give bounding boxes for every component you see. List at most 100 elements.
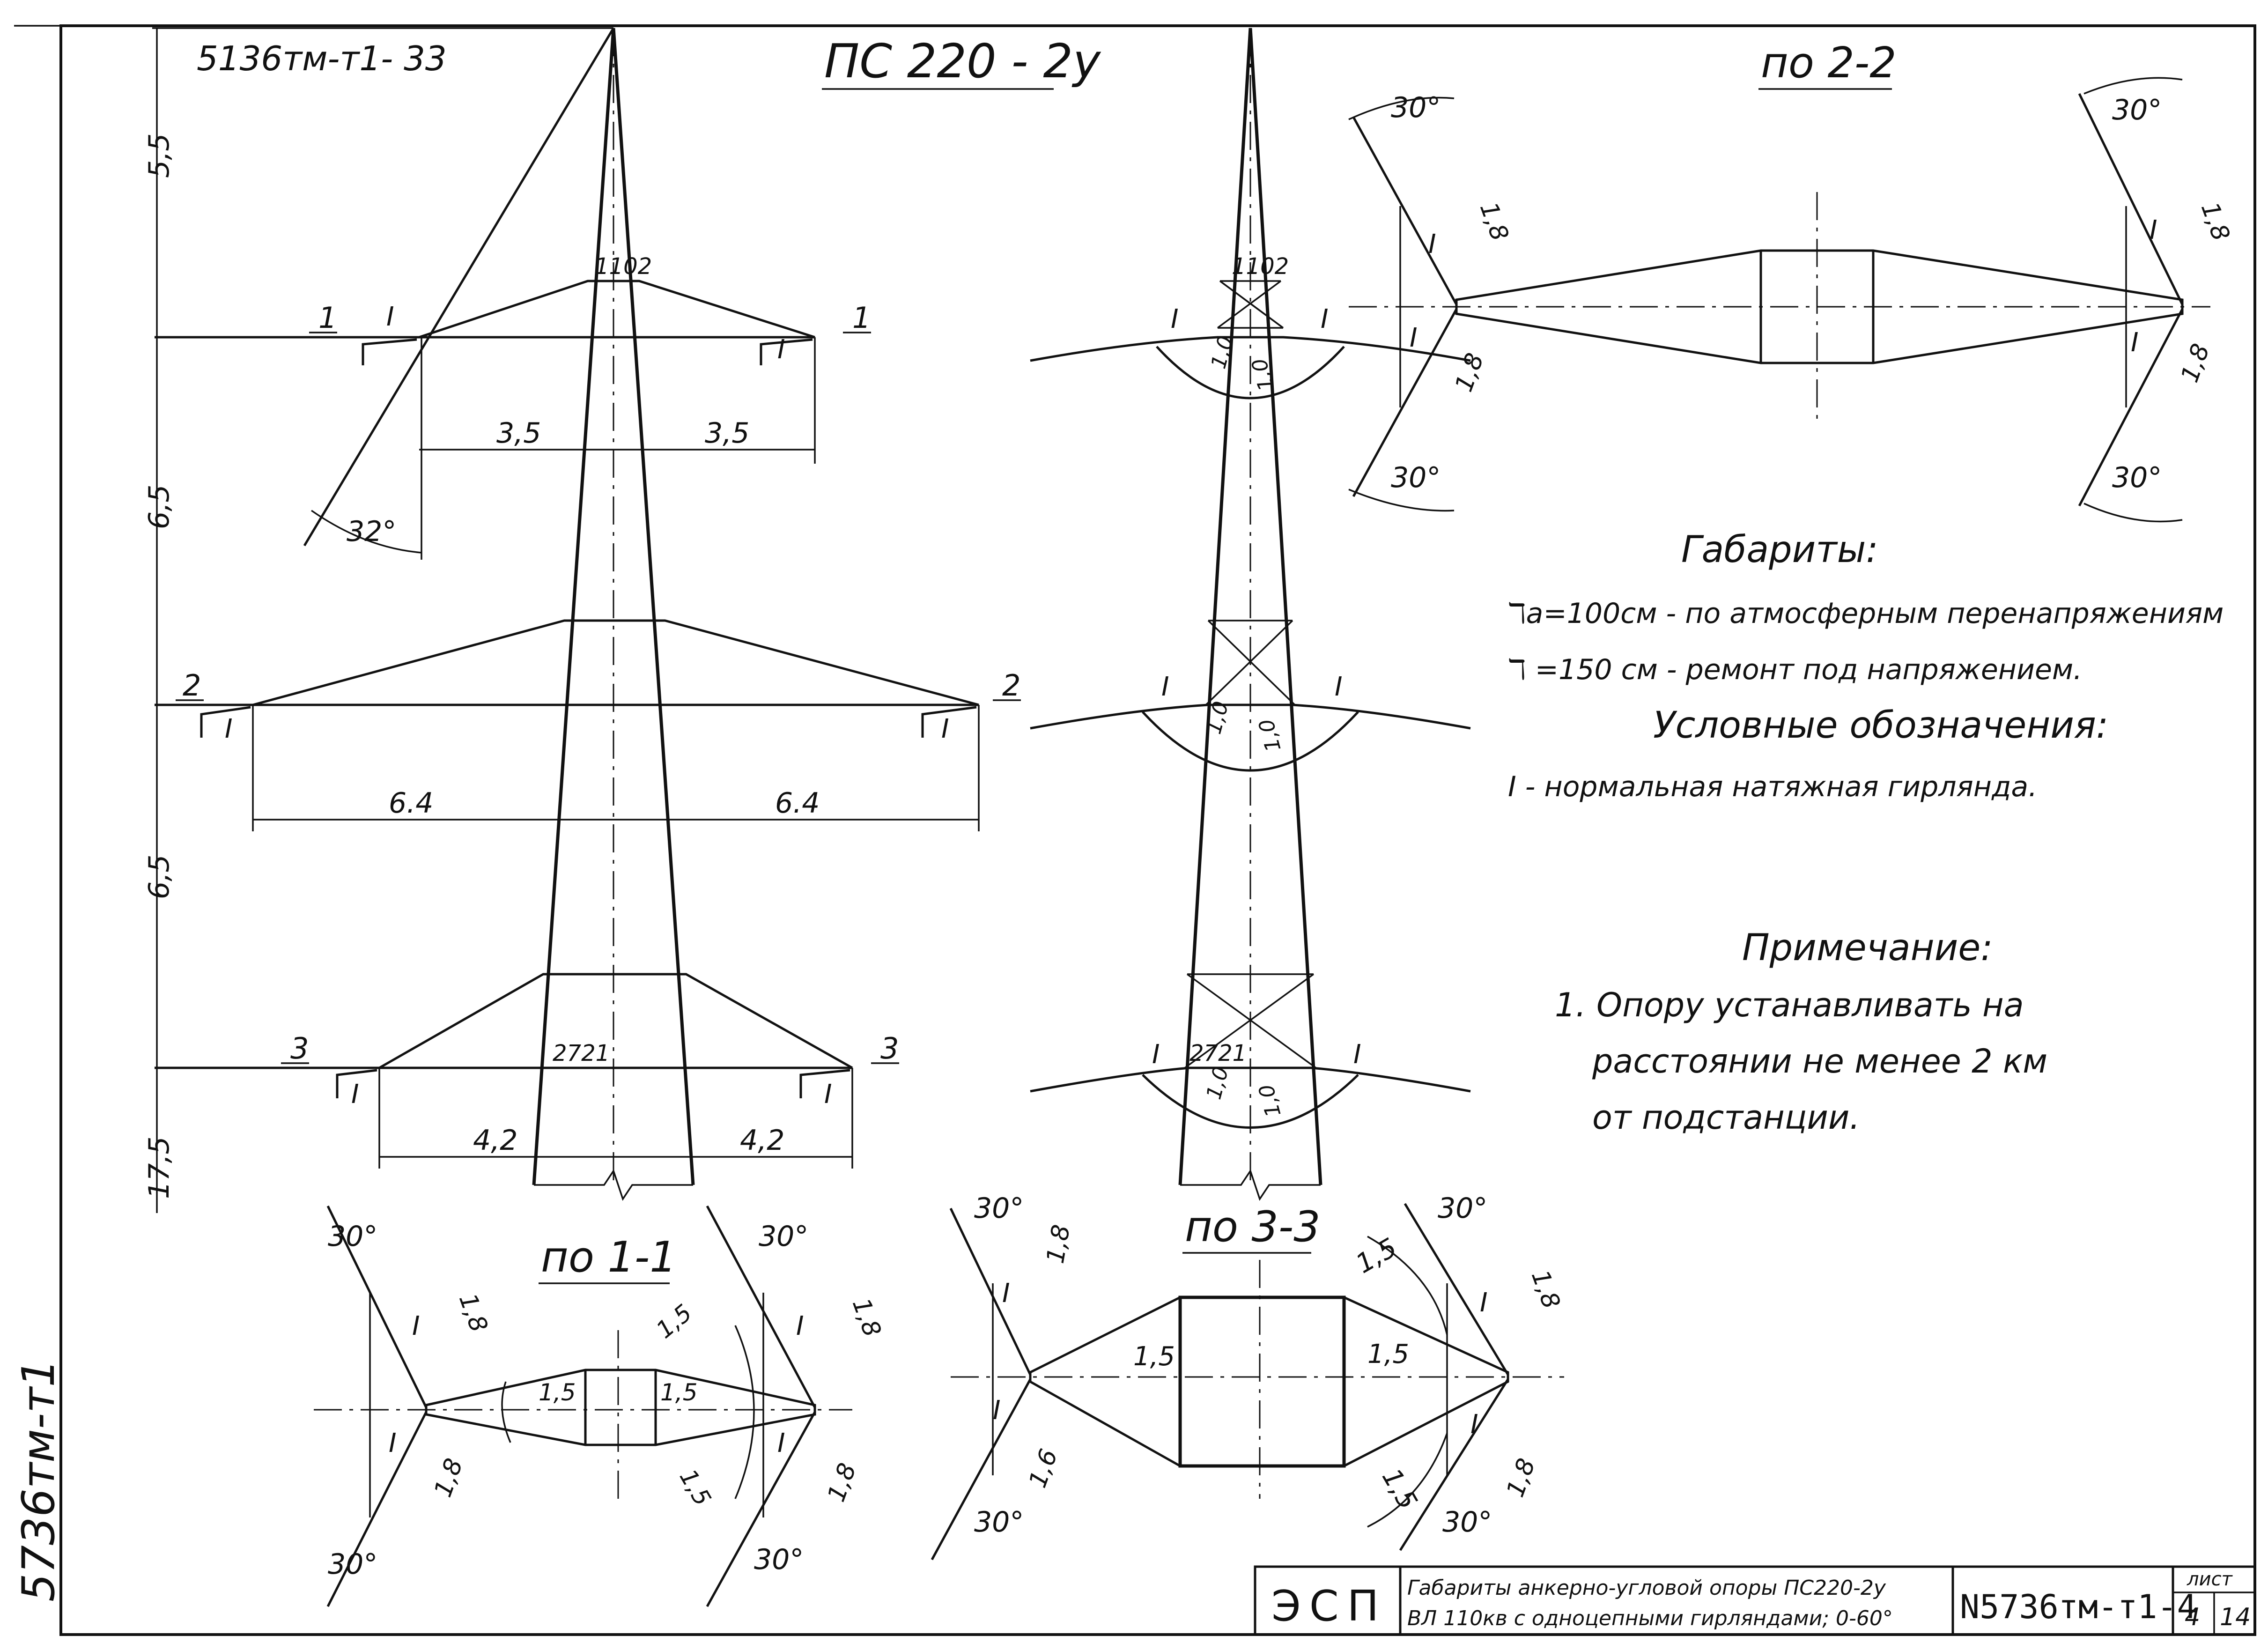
svg-text:30°: 30° [1391,461,1441,494]
svg-text:1,0: 1,0 [1202,1064,1233,1102]
svg-text:I: I [389,1428,397,1458]
svg-text:1,0: 1,0 [1254,717,1285,755]
svg-text:1,8: 1,8 [2195,199,2235,244]
svg-text:1,5: 1,5 [1376,1464,1423,1515]
svg-text:1,0: 1,0 [1206,333,1238,371]
phase-label-2-left: 2 [183,668,201,703]
note-line-1: 1. Опору устанавливать на [1555,986,2024,1024]
insulator-mark-2R: I [941,714,949,744]
svg-text:30°: 30° [974,1506,1024,1539]
svg-text:1,8: 1,8 [429,1455,469,1501]
svg-text:I: I [412,1311,420,1341]
svg-text:I: I [1321,304,1329,334]
node-number-top: 1102 [595,253,652,280]
dim-w3-left: 4,2 [473,1124,517,1157]
tower-side-view: 1102 2721 I I I I I I 1,0 1,0 1,0 1,0 1,… [1030,28,1471,1201]
clearances-line-1: ℸа=100см - по атмосферным перенапряжения… [1508,597,2224,630]
insulator-mark-3L: I [351,1079,359,1110]
svg-text:30°: 30° [754,1543,804,1576]
section-2-2: по 2-2 30° 30° 30° 30° 1,8 1,8 1,8 1,8 I… [1348,38,2235,523]
sheet-number: 4 [2185,1603,2200,1631]
svg-text:1,8: 1,8 [1042,1222,1076,1266]
svg-text:I: I [1470,1409,1478,1440]
svg-text:1,8: 1,8 [847,1295,887,1340]
svg-text:1,8: 1,8 [1501,1455,1541,1501]
dim-h4: 17,5 [143,1136,176,1199]
section-1-1: по 1-1 30° 30° 30° 30° 1,8 1,8 1,8 1,8 1… [314,1205,887,1607]
dim-w2-left: 6.4 [389,787,433,820]
legend-block: Условные обозначения: I - нормальная нат… [1508,704,2108,803]
dim-w3-right: 4,2 [740,1124,784,1157]
clearance-arc-1 [1156,346,1345,400]
phase-label-3-right: 3 [880,1031,899,1066]
conductor-3 [1030,1066,1471,1093]
clearances-heading: Габариты: [1681,529,1878,571]
sheet-frame [59,24,2256,1636]
note-block: Примечание: 1. Опору устанавливать на ра… [1555,927,2047,1137]
svg-text:1,0: 1,0 [1247,356,1278,394]
svg-text:I: I [1002,1278,1010,1309]
org-mark: ЭСП [1271,1582,1387,1631]
svg-text:30°: 30° [328,1220,377,1253]
svg-text:1,5: 1,5 [1351,1232,1403,1280]
conductor-1 [1030,336,1471,362]
section-3-3-title: по 3-3 [1185,1202,1321,1251]
insulator-marks [200,338,977,1098]
section-2-2-body [1455,249,2184,364]
svg-text:30°: 30° [1442,1506,1492,1539]
crossarm-3 [378,973,853,1069]
section-3-3-body [1029,1296,1509,1467]
svg-text:2721: 2721 [1189,1040,1247,1066]
svg-text:30°: 30° [328,1548,377,1581]
note-line-2: расстоянии не менее 2 км [1592,1042,2047,1081]
svg-text:I: I [1428,229,1436,259]
svg-text:I: I [2150,215,2157,245]
insulator-mark-3R: I [824,1079,832,1110]
dim-h2: 6,5 [143,485,176,529]
clearances-block: Габариты: ℸа=100см - по атмосферным пере… [1508,529,2224,686]
svg-text:1,5: 1,5 [539,1379,576,1406]
drawing-title: ПС 220 - 2у [824,34,1101,89]
inclination-line [303,27,615,547]
sheet-total: 14 [2220,1603,2251,1631]
dim-w1-left: 3,5 [496,417,541,450]
phase-label-3-left: 3 [290,1031,309,1066]
svg-text:1,5: 1,5 [674,1465,717,1510]
svg-text:1,6: 1,6 [1024,1445,1064,1491]
dim-w2-right: 6.4 [775,787,820,820]
phase-label-1-left: 1 [318,301,337,335]
crossarm-2 [252,619,979,706]
svg-text:I: I [1353,1039,1361,1070]
dim-h1: 5,5 [143,133,176,178]
svg-text:30°: 30° [1438,1192,1487,1225]
svg-text:1,8: 1,8 [822,1459,862,1505]
svg-text:1,5: 1,5 [651,1299,697,1344]
node-number-bottom: 2721 [553,1040,610,1066]
conductor-2 [1030,703,1471,730]
clearances-line-2: ℸ =150 см - ремонт под напряжением. [1508,653,2082,686]
svg-text:I: I [1335,672,1343,702]
svg-text:I: I [1410,323,1418,353]
note-heading: Примечание: [1742,927,1993,969]
svg-text:1,5: 1,5 [1133,1341,1175,1372]
crossarm-1 [419,280,815,339]
svg-text:1,8: 1,8 [1474,199,1514,244]
svg-text:30°: 30° [759,1220,808,1253]
section-1-1-body [425,1369,816,1446]
svg-text:1,8: 1,8 [1526,1266,1566,1312]
svg-text:I: I [2131,327,2139,358]
section-1-1-title: по 1-1 [541,1233,677,1282]
svg-text:1,0: 1,0 [1254,1082,1285,1120]
svg-text:I: I [1480,1288,1488,1318]
svg-text:I: I [1161,672,1169,702]
title-desc-1: Габариты анкерно-угловой опоры ПС220-2у [1407,1576,1886,1600]
phase-label-1-right: 1 [852,301,871,335]
svg-text:1,8: 1,8 [1450,349,1490,395]
note-line-3: от подстанции. [1592,1098,1860,1137]
svg-text:I: I [777,1428,785,1458]
dim-h3: 6,5 [143,855,176,899]
svg-text:I: I [1152,1039,1160,1070]
dim-w1-right: 3,5 [705,417,749,450]
section-2-2-title: по 2-2 [1761,38,1897,88]
